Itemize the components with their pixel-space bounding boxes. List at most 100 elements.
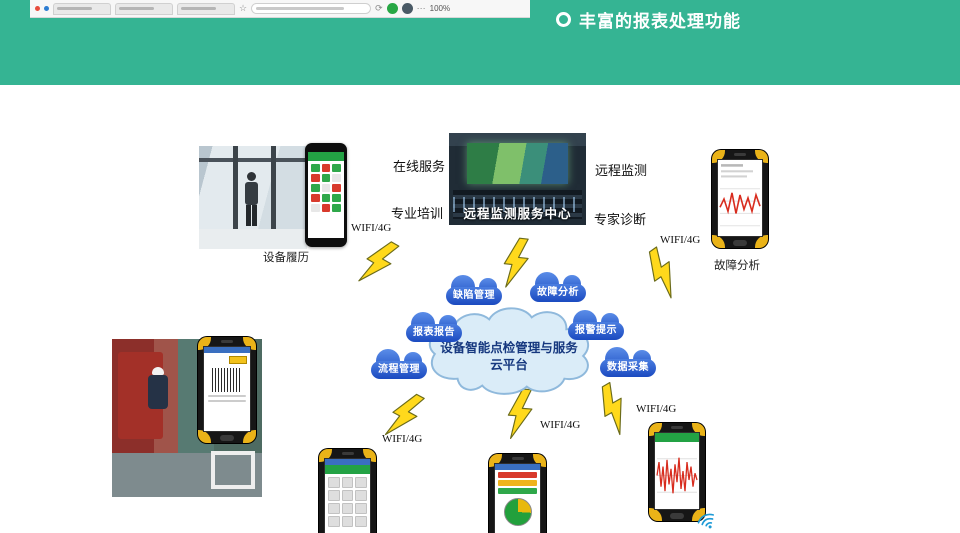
url-placeholder: [256, 7, 345, 10]
avatar-gray[interactable]: [401, 3, 413, 14]
photo-person-at-window: [199, 146, 307, 249]
refresh-icon[interactable]: ⟳: [375, 3, 383, 13]
status-bar-yellow: [498, 480, 537, 486]
status-bar-red: [498, 472, 537, 478]
star-icon[interactable]: ☆: [239, 3, 248, 13]
avatar-green[interactable]: [386, 3, 398, 14]
status-cell: [332, 194, 341, 202]
status-grid: [308, 161, 344, 215]
metal-frame: [210, 451, 255, 490]
status-cell: [332, 174, 341, 182]
mini-cloud-alarm: 报警提示: [568, 310, 624, 341]
central-cloud-title: 设备智能点检管理与服务 云平台: [420, 340, 598, 374]
window-frame: [233, 146, 238, 249]
phone-bumper: [243, 430, 256, 443]
status-bar-green: [498, 488, 537, 494]
favicon-dot-blue: [44, 6, 49, 11]
mini-cloud-fault-analysis: 故障分析: [530, 272, 586, 303]
label-professional-training: 专业培训: [391, 206, 444, 221]
mini-cloud-label: 流程管理: [378, 364, 420, 375]
phone-speaker: [734, 153, 746, 156]
lightning-bolt-icon: [381, 388, 427, 444]
caption-fault-analysis: 故障分析: [714, 260, 760, 272]
status-cell: [321, 184, 331, 192]
window-frame: [199, 158, 307, 162]
numeric-keypad: [325, 474, 370, 530]
rugged-phone-fault-analysis: [712, 150, 768, 248]
status-cell: [332, 204, 341, 212]
photo-control-room: 远程监测服务中心: [449, 133, 586, 225]
window-frame: [271, 146, 276, 249]
phone-speaker: [671, 426, 683, 429]
lightning-bolt-icon: [505, 388, 534, 440]
phone-screen: [324, 458, 371, 533]
phone-screen: [308, 152, 344, 238]
tab-title-placeholder: [119, 7, 154, 10]
label-wifi-top-right: WIFI/4G: [660, 234, 701, 246]
status-cell: [332, 164, 341, 172]
photo-field-worker: [112, 339, 262, 497]
rugged-phone-waveform: [649, 423, 705, 521]
lightning-bolt-icon: [354, 235, 402, 291]
phone-screen: [494, 463, 541, 533]
status-cell: [311, 174, 320, 182]
phone-screen: [717, 159, 763, 237]
video-wall: [466, 143, 569, 184]
label-wifi-bottom-left: WIFI/4G: [382, 433, 423, 445]
slide-title: 丰富的报表处理功能: [579, 12, 741, 31]
phone-screen: [654, 432, 700, 510]
status-cell: [321, 204, 331, 212]
app-button: [229, 356, 247, 364]
app-header: [325, 459, 370, 465]
app-header: [204, 347, 250, 353]
caption-device-history: 设备履历: [263, 252, 309, 264]
browser-screenshot-strip[interactable]: ☆ ⟳ ⋯ 100%: [30, 0, 530, 18]
browser-tab[interactable]: [53, 2, 111, 15]
address-bar[interactable]: [251, 3, 372, 14]
vibration-waveform: [656, 457, 698, 494]
phone-speaker: [341, 452, 354, 455]
app-header: [655, 433, 699, 442]
menu-icon[interactable]: ⋯: [416, 3, 426, 13]
mini-cloud-label: 故障分析: [537, 287, 579, 298]
browser-tab[interactable]: [115, 2, 173, 15]
waveform-chart: [719, 164, 761, 227]
phone-screen: [203, 346, 251, 432]
mini-cloud-label: 数据采集: [607, 362, 649, 373]
slide-title-row: 丰富的报表处理功能: [556, 7, 741, 32]
floor: [199, 229, 307, 249]
rugged-phone-inspection: [198, 337, 256, 443]
mini-cloud-label: 缺陷管理: [453, 290, 495, 301]
zoom-level[interactable]: 100%: [429, 4, 451, 13]
mini-cloud-label: 报表报告: [413, 327, 455, 338]
signal-trace: [212, 368, 242, 392]
label-wifi-top-left: WIFI/4G: [351, 222, 392, 234]
status-cell: [321, 164, 331, 172]
central-cloud-platform: 设备智能点检管理与服务 云平台: [420, 300, 598, 402]
floor: [112, 452, 262, 497]
mini-cloud-data-collection: 数据采集: [600, 347, 656, 378]
phone-bumper: [649, 508, 662, 521]
wifi-signal-icon: [693, 507, 720, 533]
status-cell: [311, 164, 320, 172]
app-header: [495, 464, 540, 470]
caption-control-center: 远程监测服务中心: [463, 207, 572, 221]
phone-bumper: [712, 235, 725, 248]
person-silhouette: [243, 172, 259, 228]
status-cell: [321, 194, 331, 202]
tab-title-placeholder: [57, 7, 92, 10]
central-cloud-line1: 设备智能点检管理与服务: [440, 341, 578, 355]
browser-tab[interactable]: [177, 2, 235, 15]
phone-speaker: [511, 457, 524, 460]
label-wifi-bottom-center: WIFI/4G: [540, 419, 581, 431]
label-remote-monitoring: 远程监测: [595, 163, 648, 178]
lightning-bolt-icon: [590, 381, 638, 437]
phone-home-button: [733, 240, 747, 246]
tab-title-placeholder: [181, 7, 216, 10]
rugged-phone-pie-chart: [489, 454, 546, 533]
status-cell: [311, 194, 320, 202]
mini-cloud-process: 流程管理: [371, 349, 427, 380]
phone-bumper: [755, 235, 768, 248]
mini-cloud-defect-management: 缺陷管理: [446, 275, 502, 306]
